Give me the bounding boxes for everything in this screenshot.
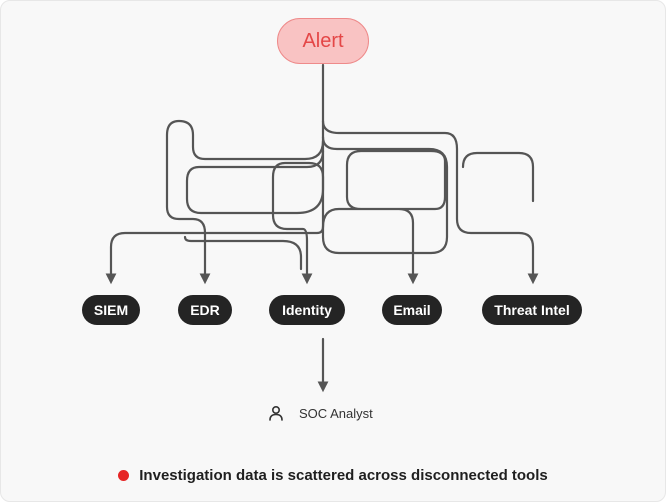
- soc-analyst: SOC Analyst: [267, 404, 373, 422]
- tool-email[interactable]: Email: [382, 295, 442, 325]
- tool-identity[interactable]: Identity: [269, 295, 345, 325]
- route-to-email: [321, 135, 449, 285]
- route-cross-threat: [461, 151, 535, 203]
- alert-node[interactable]: Alert: [277, 18, 369, 64]
- person-icon: [269, 405, 283, 421]
- footer-status: Investigation data is scattered across d…: [1, 467, 665, 484]
- tool-threat-intel[interactable]: Threat Intel: [482, 295, 582, 325]
- route-to-siem: [105, 129, 325, 285]
- footer-message: Investigation data is scattered across d…: [139, 467, 548, 484]
- status-dot-icon: [118, 470, 130, 481]
- soc-analyst-label: SOC Analyst: [299, 405, 373, 421]
- route-identity-secondary: [183, 235, 303, 271]
- route-to-threat-intel: [321, 119, 539, 285]
- tool-siem[interactable]: SIEM: [82, 295, 140, 325]
- route-to-identity: [185, 149, 325, 285]
- tool-edr[interactable]: EDR: [178, 295, 232, 325]
- route-to-edr: [165, 119, 325, 285]
